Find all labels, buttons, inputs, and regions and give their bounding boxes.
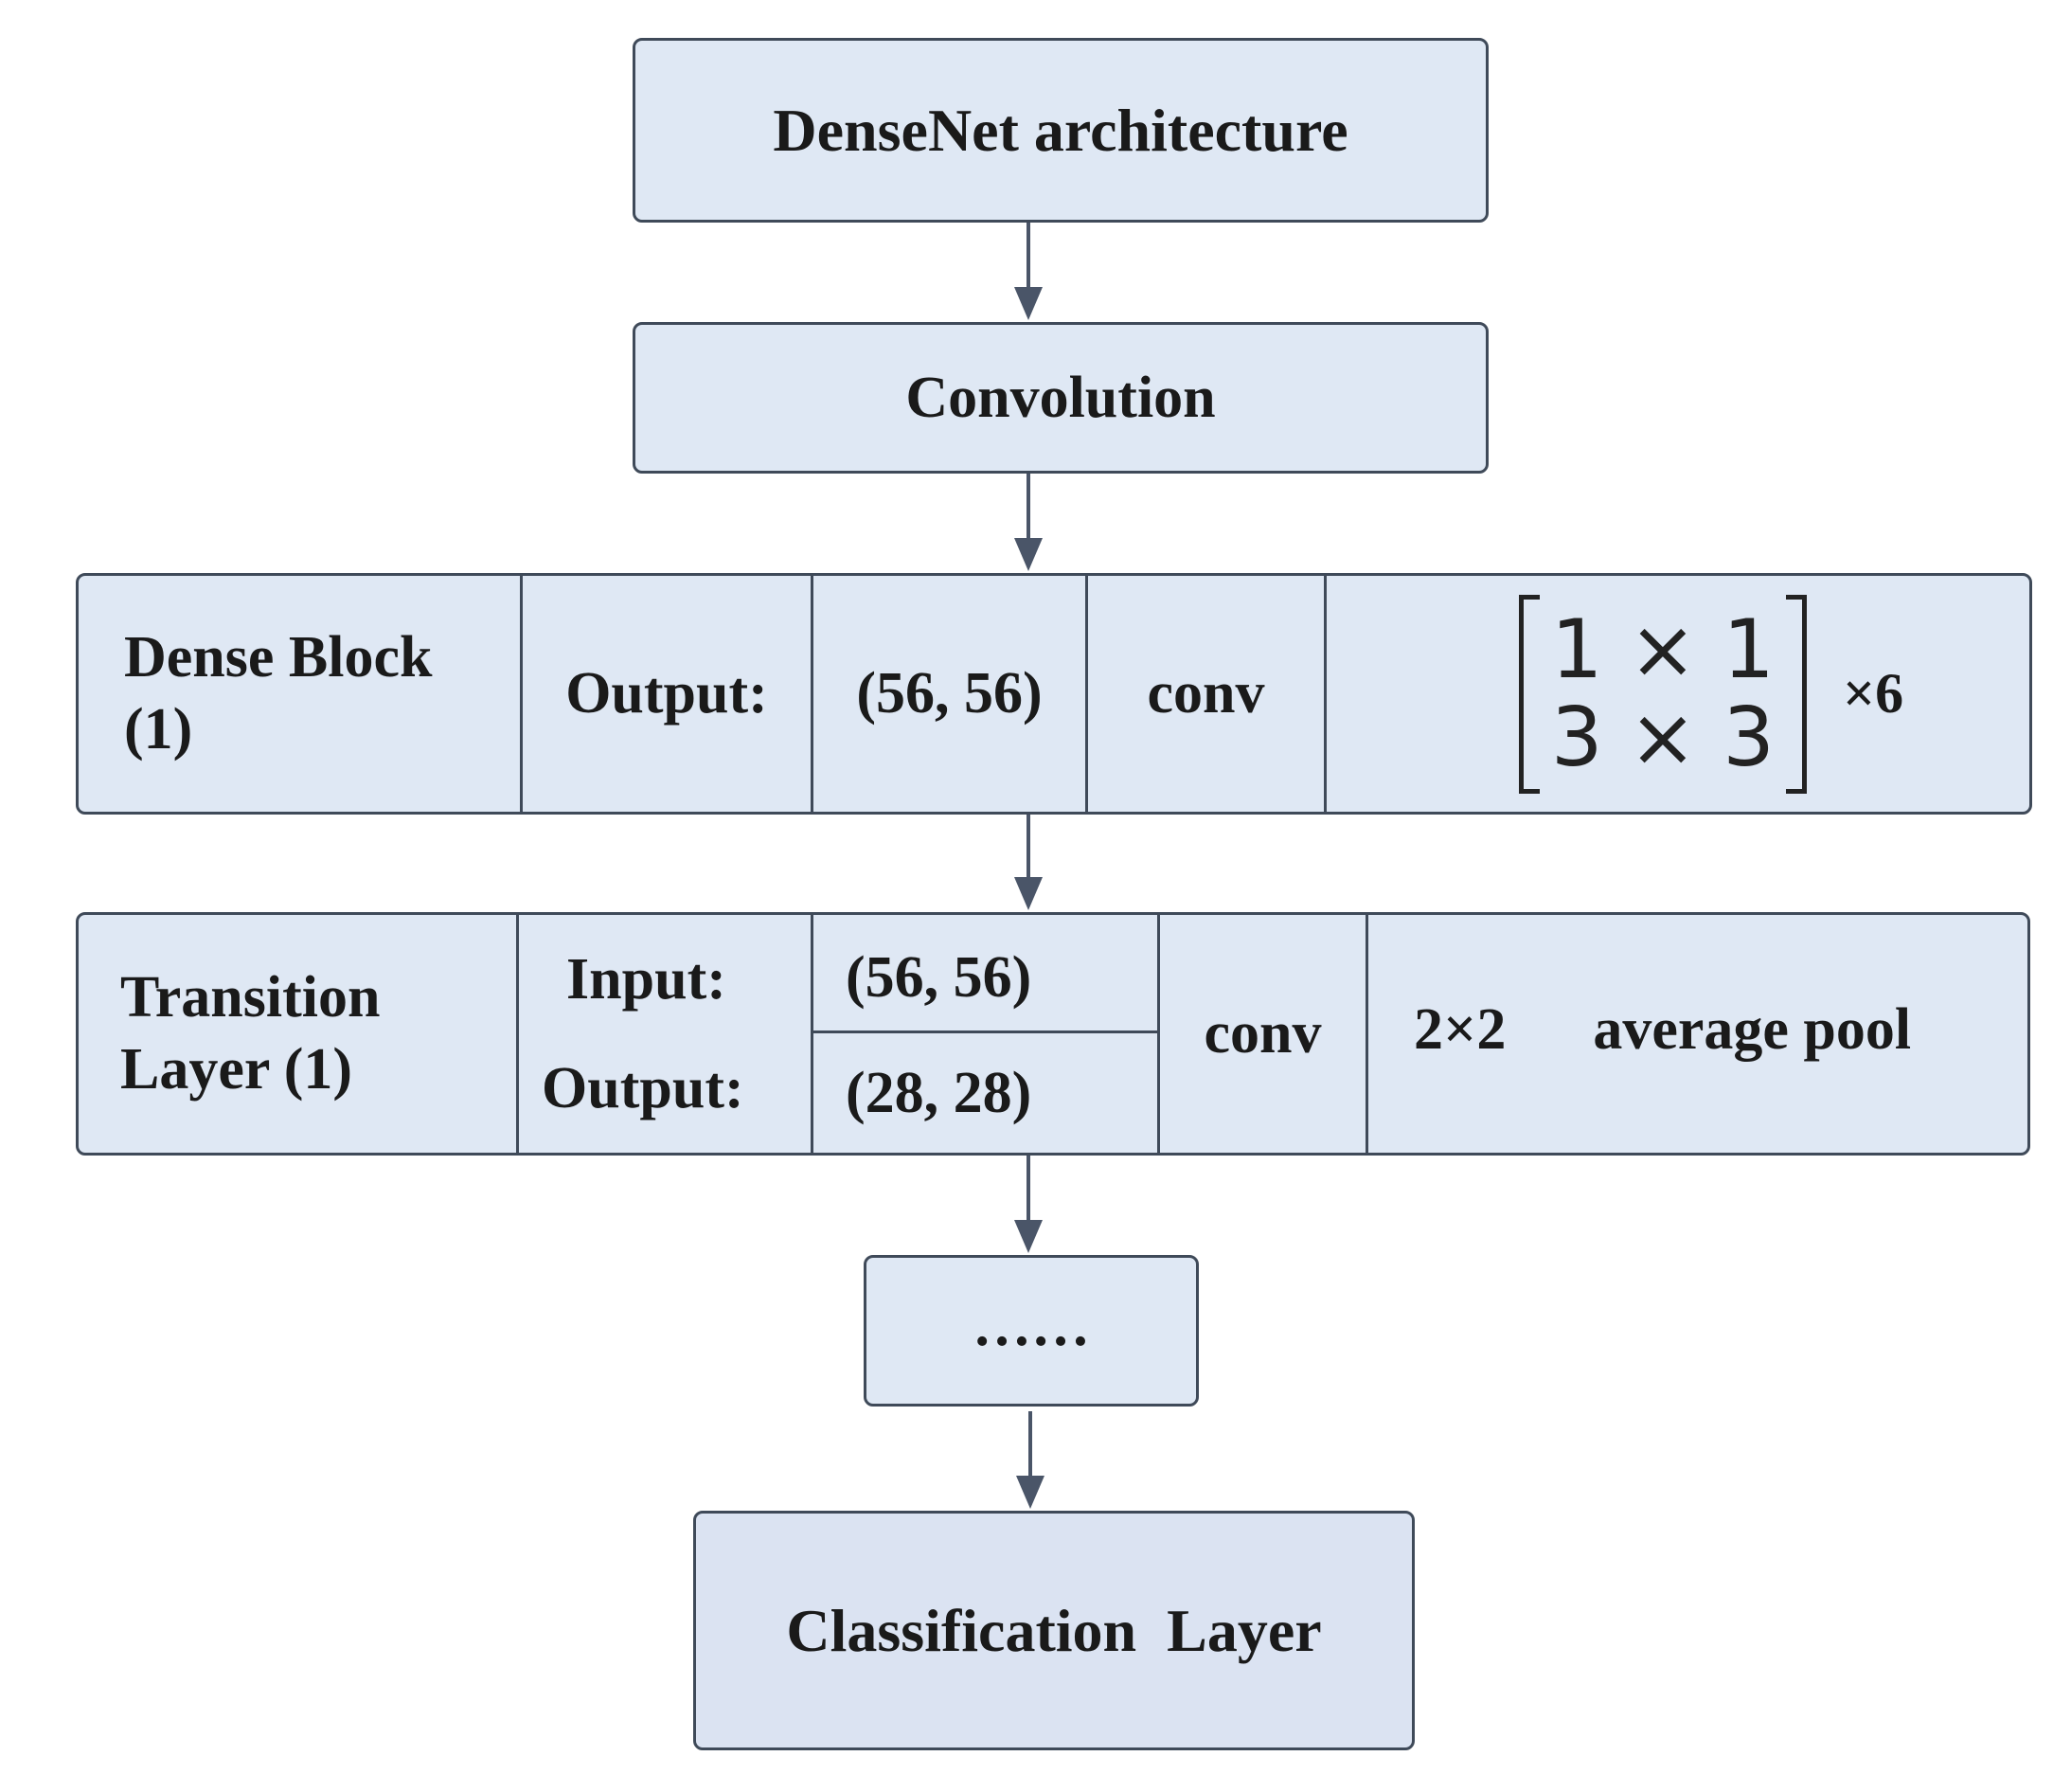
transition-layer-row: Transition Layer (1) Input: Output: (56,… xyxy=(76,912,2030,1156)
ellipsis-label: …… xyxy=(973,1293,1090,1358)
arrowhead-ellipsis xyxy=(1014,1220,1043,1253)
matrix-right-bracket xyxy=(1785,594,1807,794)
transition-name-line2: Layer (1) xyxy=(120,1036,353,1102)
transition-output-label: Output: xyxy=(542,1055,744,1120)
transition-pool-cell: 2×2 average pool xyxy=(1366,915,2027,1153)
arrowhead-convolution xyxy=(1014,287,1043,320)
transition-name-cell: Transition Layer (1) xyxy=(79,915,516,1153)
transition-op-cell: conv xyxy=(1157,915,1366,1153)
arrowhead-dense-block xyxy=(1014,538,1043,571)
dense-block-output-size-cell: (56, 56) xyxy=(811,576,1085,812)
dense-block-output-label-cell: Output: xyxy=(520,576,811,812)
kernel-matrix: 1 × 1 3 × 3 xyxy=(1540,606,1786,780)
ellipsis-box: …… xyxy=(864,1255,1199,1407)
transition-name-line1: Transition xyxy=(120,964,381,1030)
dense-block-row: Dense Block (1) Output: (56, 56) conv 1 … xyxy=(76,573,2032,815)
transition-op: conv xyxy=(1204,1001,1322,1066)
transition-output-size-cell: (28, 28) xyxy=(813,1030,1157,1153)
densenet-title-label: DenseNet architecture xyxy=(773,96,1348,164)
dense-block-name-line1: Dense Block xyxy=(124,624,433,690)
dense-block-output-size: (56, 56) xyxy=(856,661,1043,726)
transition-input-size-cell: (56, 56) xyxy=(813,915,1157,1030)
matrix-row-2: 3 × 3 xyxy=(1550,690,1775,785)
arrowhead-classification xyxy=(1016,1476,1044,1509)
transition-output-size: (28, 28) xyxy=(846,1060,1032,1125)
transition-input-size: (56, 56) xyxy=(846,944,1032,1010)
dense-block-output-label: Output: xyxy=(565,661,768,726)
transition-pool-type: average pool xyxy=(1593,997,1912,1062)
densenet-title-box: DenseNet architecture xyxy=(633,38,1489,223)
dense-block-matrix-cell: 1 × 1 3 × 3 ×6 xyxy=(1324,576,2029,812)
transition-pool-size: 2×2 xyxy=(1414,997,1507,1062)
dense-block-name-line2: (1) xyxy=(124,696,193,762)
matrix-left-bracket xyxy=(1518,594,1540,794)
arrowhead-transition xyxy=(1014,877,1043,910)
dense-block-op: conv xyxy=(1147,661,1265,726)
transition-input-label: Input: xyxy=(566,946,726,1012)
transition-io-size-cell: (56, 56) (28, 28) xyxy=(811,915,1157,1153)
convolution-box: Convolution xyxy=(633,322,1489,474)
transition-io-label-cell: Input: Output: xyxy=(516,915,811,1153)
matrix-row-1: 1 × 1 xyxy=(1550,602,1775,698)
dense-block-name-cell: Dense Block (1) xyxy=(79,576,520,812)
classification-layer-box: Classification Layer xyxy=(693,1511,1415,1750)
dense-block-op-cell: conv xyxy=(1085,576,1324,812)
matrix-multiplier: ×6 xyxy=(1842,662,1904,725)
convolution-label: Convolution xyxy=(905,365,1216,430)
classification-layer-label: Classification Layer xyxy=(786,1596,1322,1664)
